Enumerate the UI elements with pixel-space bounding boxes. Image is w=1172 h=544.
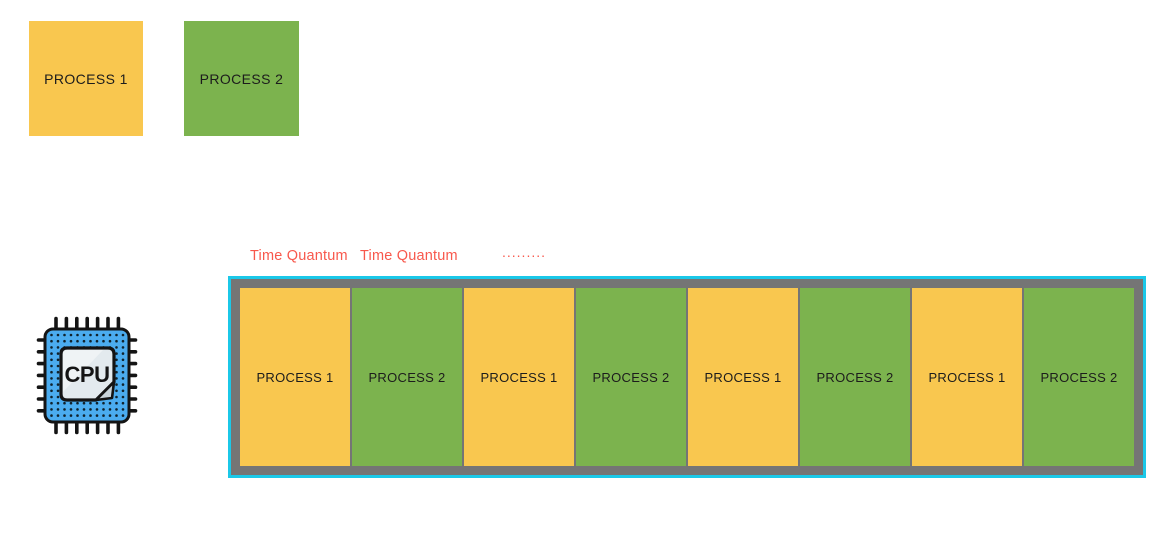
- queue-block-3: PROCESS 1: [464, 288, 574, 466]
- queue-block-6: PROCESS 2: [800, 288, 910, 466]
- queue-block-4: PROCESS 2: [576, 288, 686, 466]
- process1-box: PROCESS 1: [29, 21, 143, 136]
- process2-box: PROCESS 2: [184, 21, 299, 136]
- cpu-doc-fold: [94, 380, 116, 402]
- process2-box-label: PROCESS 2: [199, 70, 284, 87]
- queue-block-8: PROCESS 2: [1024, 288, 1134, 466]
- cpu-icon: CPU: [36, 316, 138, 435]
- process1-box-label: PROCESS 1: [44, 70, 128, 87]
- cpu-label: CPU: [65, 362, 110, 387]
- queue-block-2: PROCESS 2: [352, 288, 462, 466]
- time-quantum-label-1: Time Quantum: [250, 248, 348, 264]
- queue-block-1: PROCESS 1: [240, 288, 350, 466]
- queue-block-5: PROCESS 1: [688, 288, 798, 466]
- time-quantum-label-2: Time Quantum: [360, 248, 458, 264]
- queue-block-7: PROCESS 1: [912, 288, 1022, 466]
- ellipsis-label: .........: [502, 244, 547, 260]
- cpu-doc-highlight: [63, 350, 103, 392]
